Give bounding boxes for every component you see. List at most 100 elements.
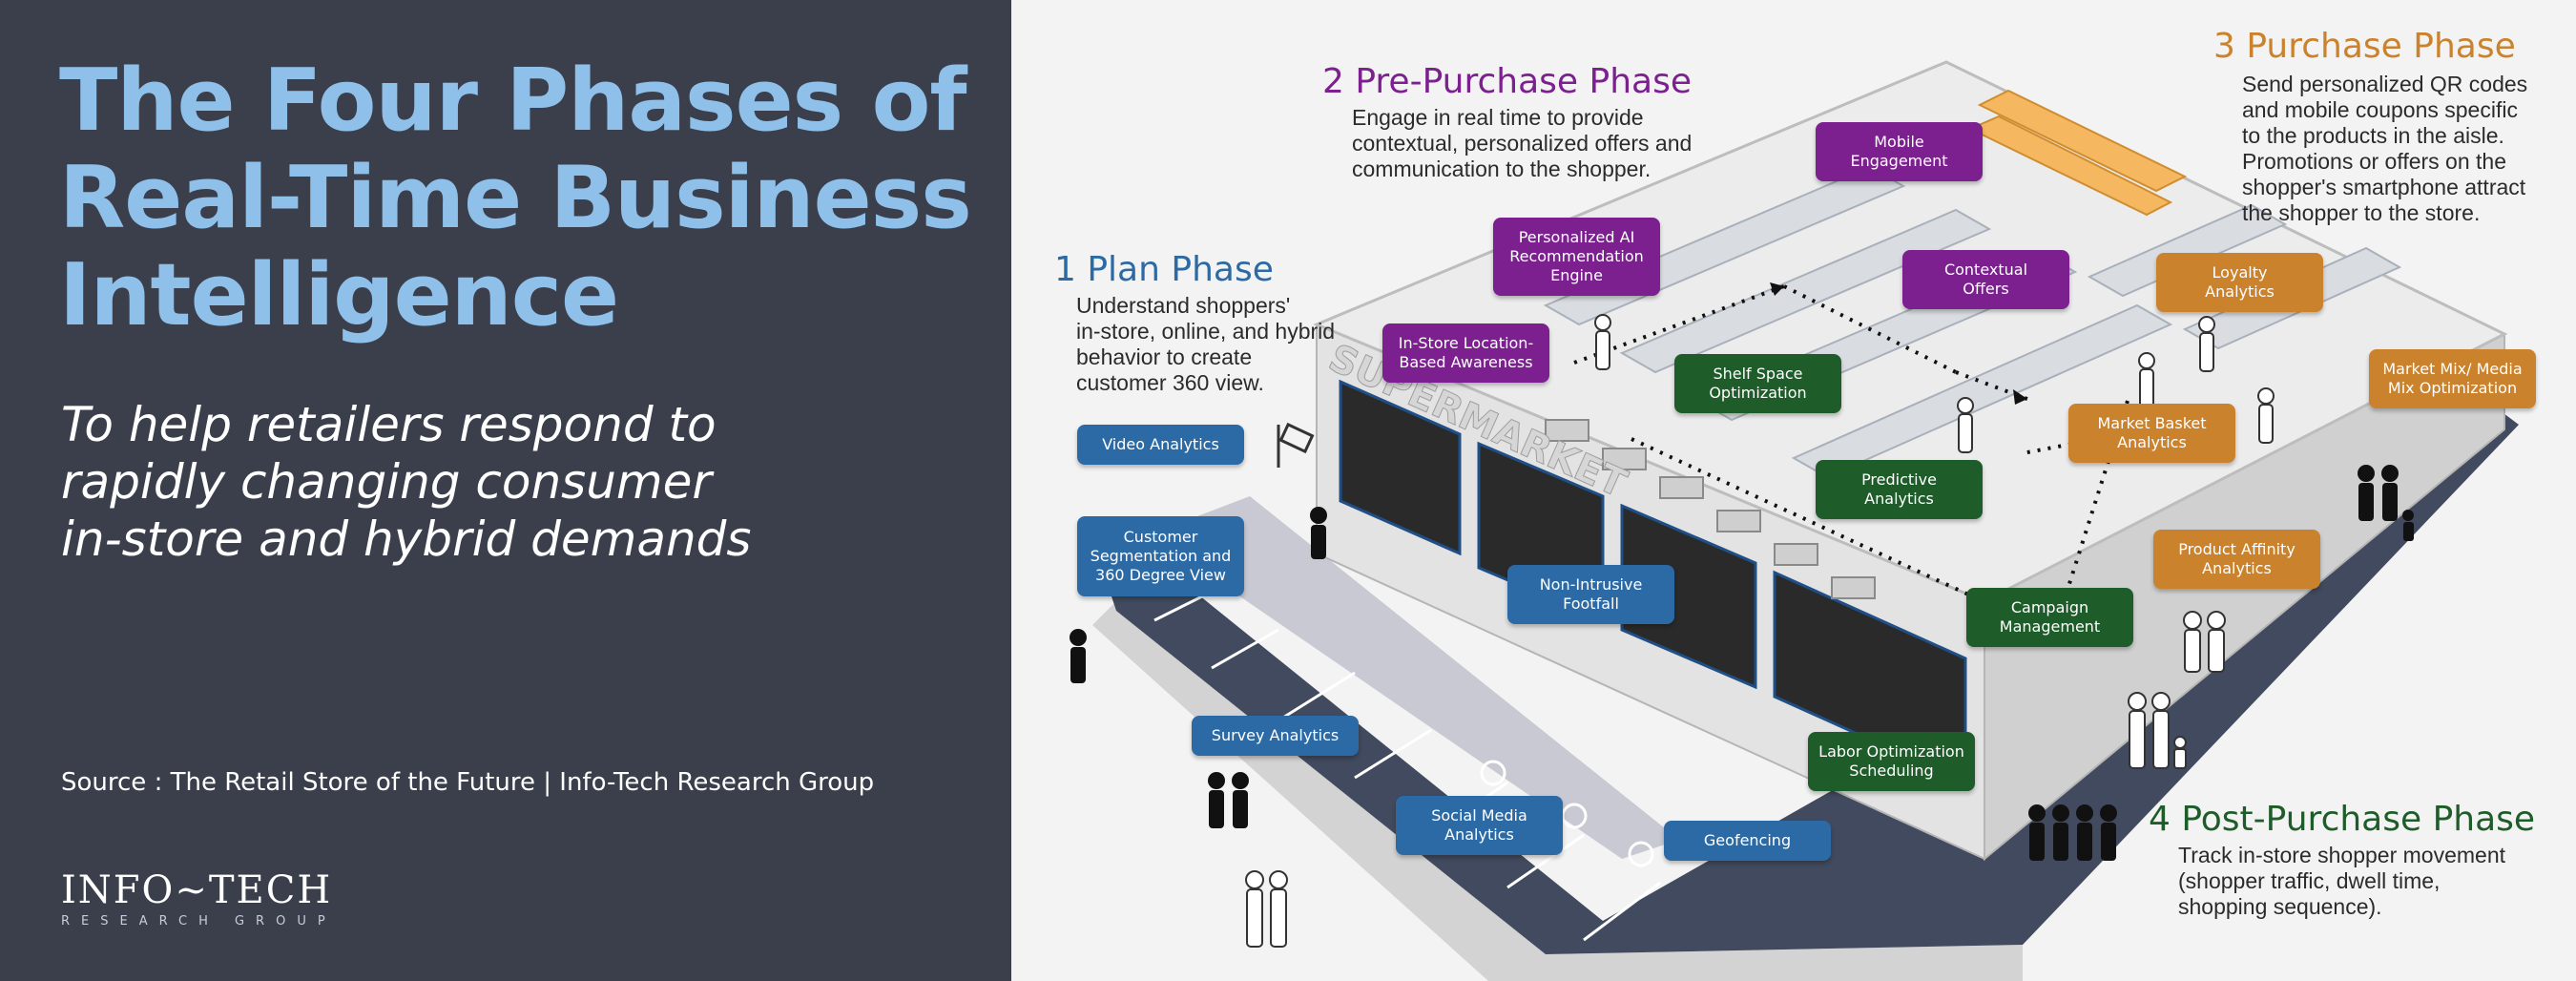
purchase-desc-line: Send personalized QR codes [2242, 72, 2528, 96]
post-purchase-desc-line: Track in-store shopper movement [2178, 843, 2506, 867]
label-line: Contextual [1943, 261, 2028, 279]
purchase-desc-line: and mobile coupons specific [2242, 97, 2518, 122]
survey-analytics-label: Survey Analytics [1192, 716, 1359, 756]
subtitle-line: To help retailers respond to [61, 397, 717, 452]
plan-desc-line: customer 360 view. [1076, 370, 1264, 395]
purchase-desc-line: Promotions or offers on the [2242, 149, 2506, 174]
logo-tagline: RESEARCH GROUP [61, 914, 337, 929]
label-line: Non-Intrusive [1539, 575, 1643, 594]
purchase-phase-title: 3 Purchase Phase [2213, 27, 2516, 66]
label-line: Shelf Space [1713, 365, 1803, 383]
label-text: Survey Analytics [1211, 726, 1340, 744]
label-line: Mobile [1874, 133, 1924, 151]
post-purchase-desc-line: (shopper traffic, dwell time, [2178, 868, 2441, 893]
plan-phase-description: Understand shoppers' in-store, online, a… [1076, 293, 1335, 396]
produce-shelves [1967, 89, 2188, 217]
infotech-logo: INFO~TECH RESEARCH GROUP [61, 868, 337, 929]
label-line: Predictive [1861, 470, 1937, 489]
label-line: Optimization [1709, 384, 1807, 402]
left-panel: The Four Phases of Real-Time Business In… [0, 0, 1011, 981]
purchase-phase-description: Send personalized QR codes and mobile co… [2242, 72, 2527, 226]
label-line: In-Store Location- [1398, 334, 1534, 352]
label-text: In-Store Location-Based Awareness [1399, 334, 1533, 372]
geofencing-label: Geofencing [1664, 821, 1831, 861]
title-line: Intelligence [59, 245, 619, 345]
purchase-desc-line: the shopper to the store. [2242, 200, 2481, 225]
plan-desc-line: Understand shoppers' [1076, 293, 1291, 318]
checkout-counters [1545, 419, 1876, 599]
plan-desc-line: behavior to create [1076, 344, 1253, 369]
label-line: Market Basket [2097, 414, 2207, 432]
label-line: Analytics [2117, 433, 2187, 451]
label-line: Market Mix/ Media [2382, 360, 2523, 378]
label-line: Engagement [1850, 152, 1948, 170]
purchase-desc-line: shopper's smartphone attract [2242, 175, 2526, 199]
title-line: Real-Time Business [59, 148, 972, 248]
title-line: The Four Phases of [59, 51, 967, 151]
accessible-parking-icon [1480, 760, 1654, 867]
label-line: Scheduling [1849, 762, 1934, 780]
label-line: Analytics [2205, 282, 2275, 301]
video-analytics-label: Video Analytics [1077, 425, 1244, 465]
subtitle-line: rapidly changing consumer [61, 454, 712, 510]
label-line: Analytics [1864, 490, 1934, 508]
sidewalk [1150, 496, 1679, 859]
label-text: Geofencing [1703, 831, 1792, 849]
label-line: Analytics [2202, 559, 2272, 577]
pre-purchase-desc-line: Engage in real time to provide [1352, 105, 1644, 130]
outline-shopper-figures [1245, 314, 2275, 948]
label-line: Customer [1123, 528, 1198, 546]
label-line: Recommendation [1509, 247, 1644, 265]
label-line: 360 Degree View [1095, 566, 1226, 584]
label-line: Footfall [1563, 595, 1619, 613]
pre-purchase-phase-description: Engage in real time to provide contextua… [1352, 105, 1692, 182]
pre-purchase-phase-title: 2 Pre-Purchase Phase [1322, 62, 1692, 101]
purchase-desc-line: to the products in the aisle. [2242, 123, 2504, 148]
camera-icon [1277, 422, 1315, 468]
label-line: Offers [1963, 280, 2009, 298]
label-line: Labor Optimization [1818, 742, 1964, 761]
pre-purchase-desc-line: contextual, personalized offers and [1352, 131, 1693, 156]
label-line: Engine [1550, 266, 1603, 284]
label-text: Video Analytics [1102, 435, 1219, 453]
pre-purchase-desc-line: communication to the shopper. [1352, 157, 1652, 181]
label-line: Analytics [1444, 825, 1514, 844]
label-line: Management [1999, 617, 2101, 636]
plan-phase-title: 1 Plan Phase [1054, 250, 1274, 289]
label-line: Mix Optimization [2387, 379, 2518, 397]
subtitle: To help retailers respond to rapidly cha… [61, 396, 948, 568]
label-line: Segmentation and [1090, 547, 1232, 565]
label-line: Based Awareness [1399, 353, 1533, 371]
logo-wordmark: INFO~TECH [61, 868, 333, 912]
label-line: Social Media [1431, 806, 1527, 824]
store-illustration-panel: SUPERMARKET [1011, 0, 2576, 981]
subtitle-line: in-store and hybrid demands [61, 511, 752, 567]
label-line: Personalized AI [1518, 228, 1635, 246]
